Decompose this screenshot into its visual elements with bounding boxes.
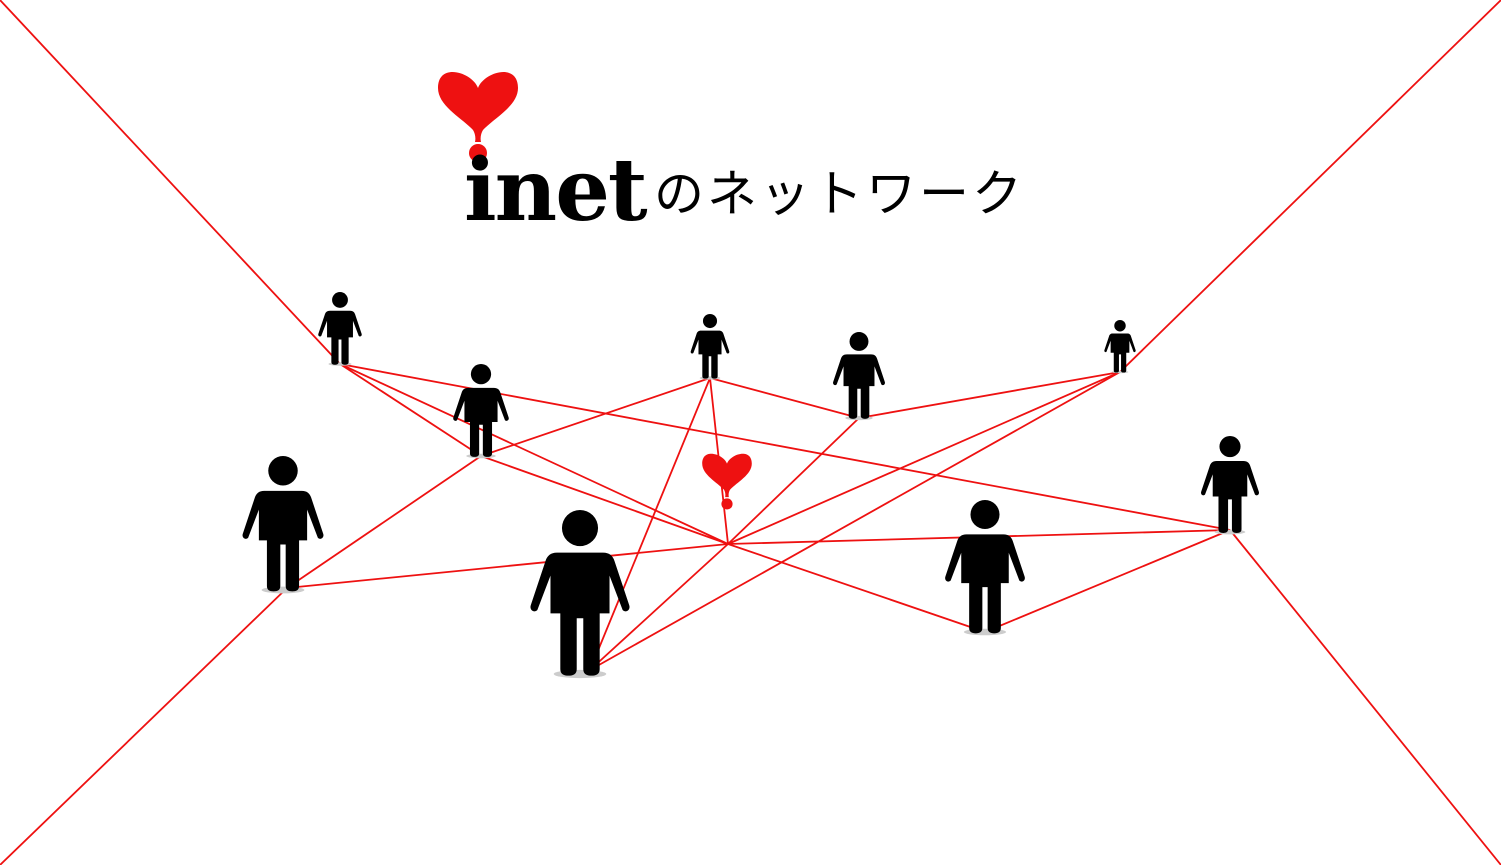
network-link	[589, 377, 711, 671]
network-link	[286, 455, 482, 589]
network-link	[727, 543, 986, 633]
network-link	[727, 371, 1121, 545]
person-icon	[1201, 436, 1259, 535]
person-icon	[242, 456, 324, 594]
corner-link-bottom-left	[0, 587, 288, 865]
corner-link-top-right	[1119, 0, 1501, 373]
network-link	[984, 529, 1231, 633]
network-link	[709, 377, 860, 419]
corner-link-top-left	[0, 0, 341, 365]
person-icon	[318, 292, 362, 366]
network-link	[858, 371, 1121, 419]
network-link	[339, 363, 482, 457]
person-icon	[530, 510, 630, 679]
network-link	[286, 543, 729, 589]
people-layer	[242, 292, 1259, 679]
network-link	[589, 543, 729, 671]
network-link	[339, 363, 729, 545]
person-icon	[690, 314, 730, 380]
heart-icon	[702, 453, 752, 510]
corner-link-bottom-right	[1229, 529, 1501, 865]
network-link	[480, 377, 711, 457]
person-icon	[453, 364, 509, 459]
heart-layer	[438, 72, 752, 510]
network-link	[589, 371, 1121, 671]
heart-icon	[438, 72, 518, 162]
person-icon	[945, 500, 1025, 636]
person-icon	[833, 332, 885, 421]
logo-word: inet	[464, 140, 648, 241]
network-link	[480, 455, 729, 545]
heading-suffix: のネットワーク	[654, 165, 1025, 223]
network-link	[727, 417, 860, 545]
person-icon	[1104, 320, 1136, 374]
